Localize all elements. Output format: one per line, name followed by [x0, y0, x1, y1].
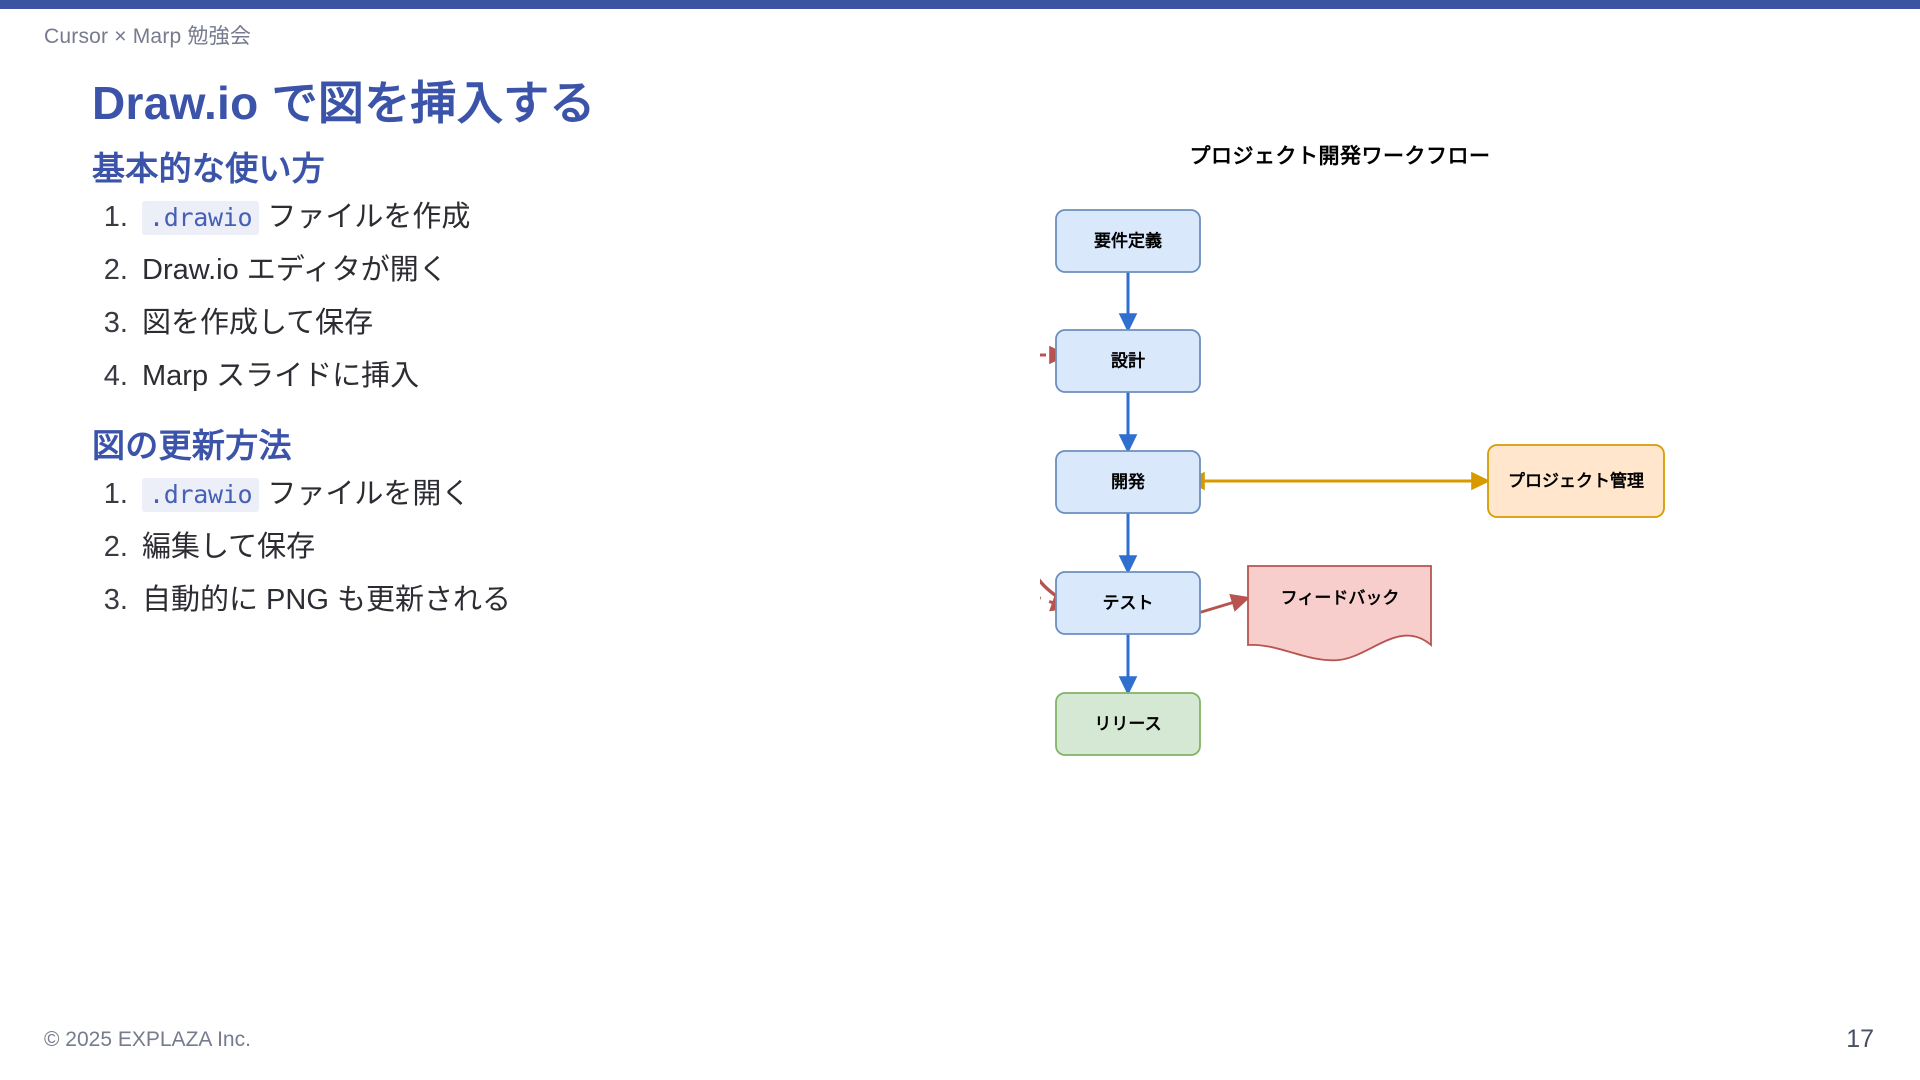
node-design[interactable]: 設計	[1055, 329, 1201, 393]
list-item-label: 自動的に PNG も更新される	[142, 584, 511, 617]
node-label-testing: テスト	[1103, 593, 1154, 612]
list-item: .drawio ファイルを作成	[136, 201, 852, 236]
slide-header-title: Cursor × Marp 勉強会	[44, 25, 252, 48]
list-item-label: 編集して保存	[142, 531, 316, 564]
list-item-label: 図を作成して保存	[142, 307, 374, 340]
list-item: 編集して保存	[136, 533, 852, 562]
node-management[interactable]: プロジェクト管理	[1487, 444, 1665, 518]
slide-content-column: Draw.io で図を挿入する 基本的な使い方 .drawio ファイルを作成 …	[92, 76, 852, 639]
footer-copyright: © 2025 EXPLAZA Inc.	[44, 1028, 251, 1051]
list-item-label: Draw.io エディタが開く	[142, 254, 448, 287]
inline-code-drawio: .drawio	[142, 201, 260, 236]
node-development[interactable]: 開発	[1055, 450, 1201, 514]
steps-list-basic-usage: .drawio ファイルを作成 Draw.io エディタが開く 図を作成して保存…	[92, 201, 852, 391]
steps-list-update-method: .drawio ファイルを開く 編集して保存 自動的に PNG も更新される	[92, 478, 852, 615]
workflow-diagram: プロジェクト開発ワークフロー	[1040, 140, 1900, 930]
list-item: Draw.io エディタが開く	[136, 256, 852, 285]
workflow-diagram-svg: 要件定義 設計 開発 テスト リリース 課題発見 フ	[1040, 209, 1665, 756]
list-item-label: Marp スライドに挿入	[142, 360, 420, 393]
node-label-feedback: フィードバック	[1281, 588, 1400, 607]
section-heading-update-method: 図の更新方法	[92, 427, 292, 465]
top-accent-bar	[0, 0, 1920, 9]
node-testing[interactable]: テスト	[1055, 571, 1201, 635]
node-label-management: プロジェクト管理	[1508, 470, 1644, 490]
node-label-design: 設計	[1111, 350, 1145, 370]
list-item-label: ファイルを作成	[267, 201, 471, 234]
node-feedback[interactable]: フィードバック	[1247, 565, 1432, 662]
node-label-requirements: 要件定義	[1094, 230, 1162, 250]
node-label-development: 開発	[1111, 471, 1146, 491]
section-heading-basic-usage: 基本的な使い方	[92, 150, 326, 188]
inline-code-drawio: .drawio	[142, 478, 260, 513]
node-release[interactable]: リリース	[1055, 692, 1201, 756]
node-requirements[interactable]: 要件定義	[1055, 209, 1201, 273]
list-item-label: ファイルを開く	[267, 478, 471, 511]
list-item: .drawio ファイルを開く	[136, 478, 852, 513]
node-label-release: リリース	[1094, 714, 1161, 733]
diagram-title: プロジェクト開発ワークフロー	[1189, 145, 1491, 168]
list-item: 自動的に PNG も更新される	[136, 586, 852, 615]
page-title: Draw.io で図を挿入する	[92, 77, 596, 129]
footer-page-number: 17	[1846, 1025, 1874, 1053]
list-item: 図を作成して保存	[136, 309, 852, 338]
list-item: Marp スライドに挿入	[136, 362, 852, 391]
